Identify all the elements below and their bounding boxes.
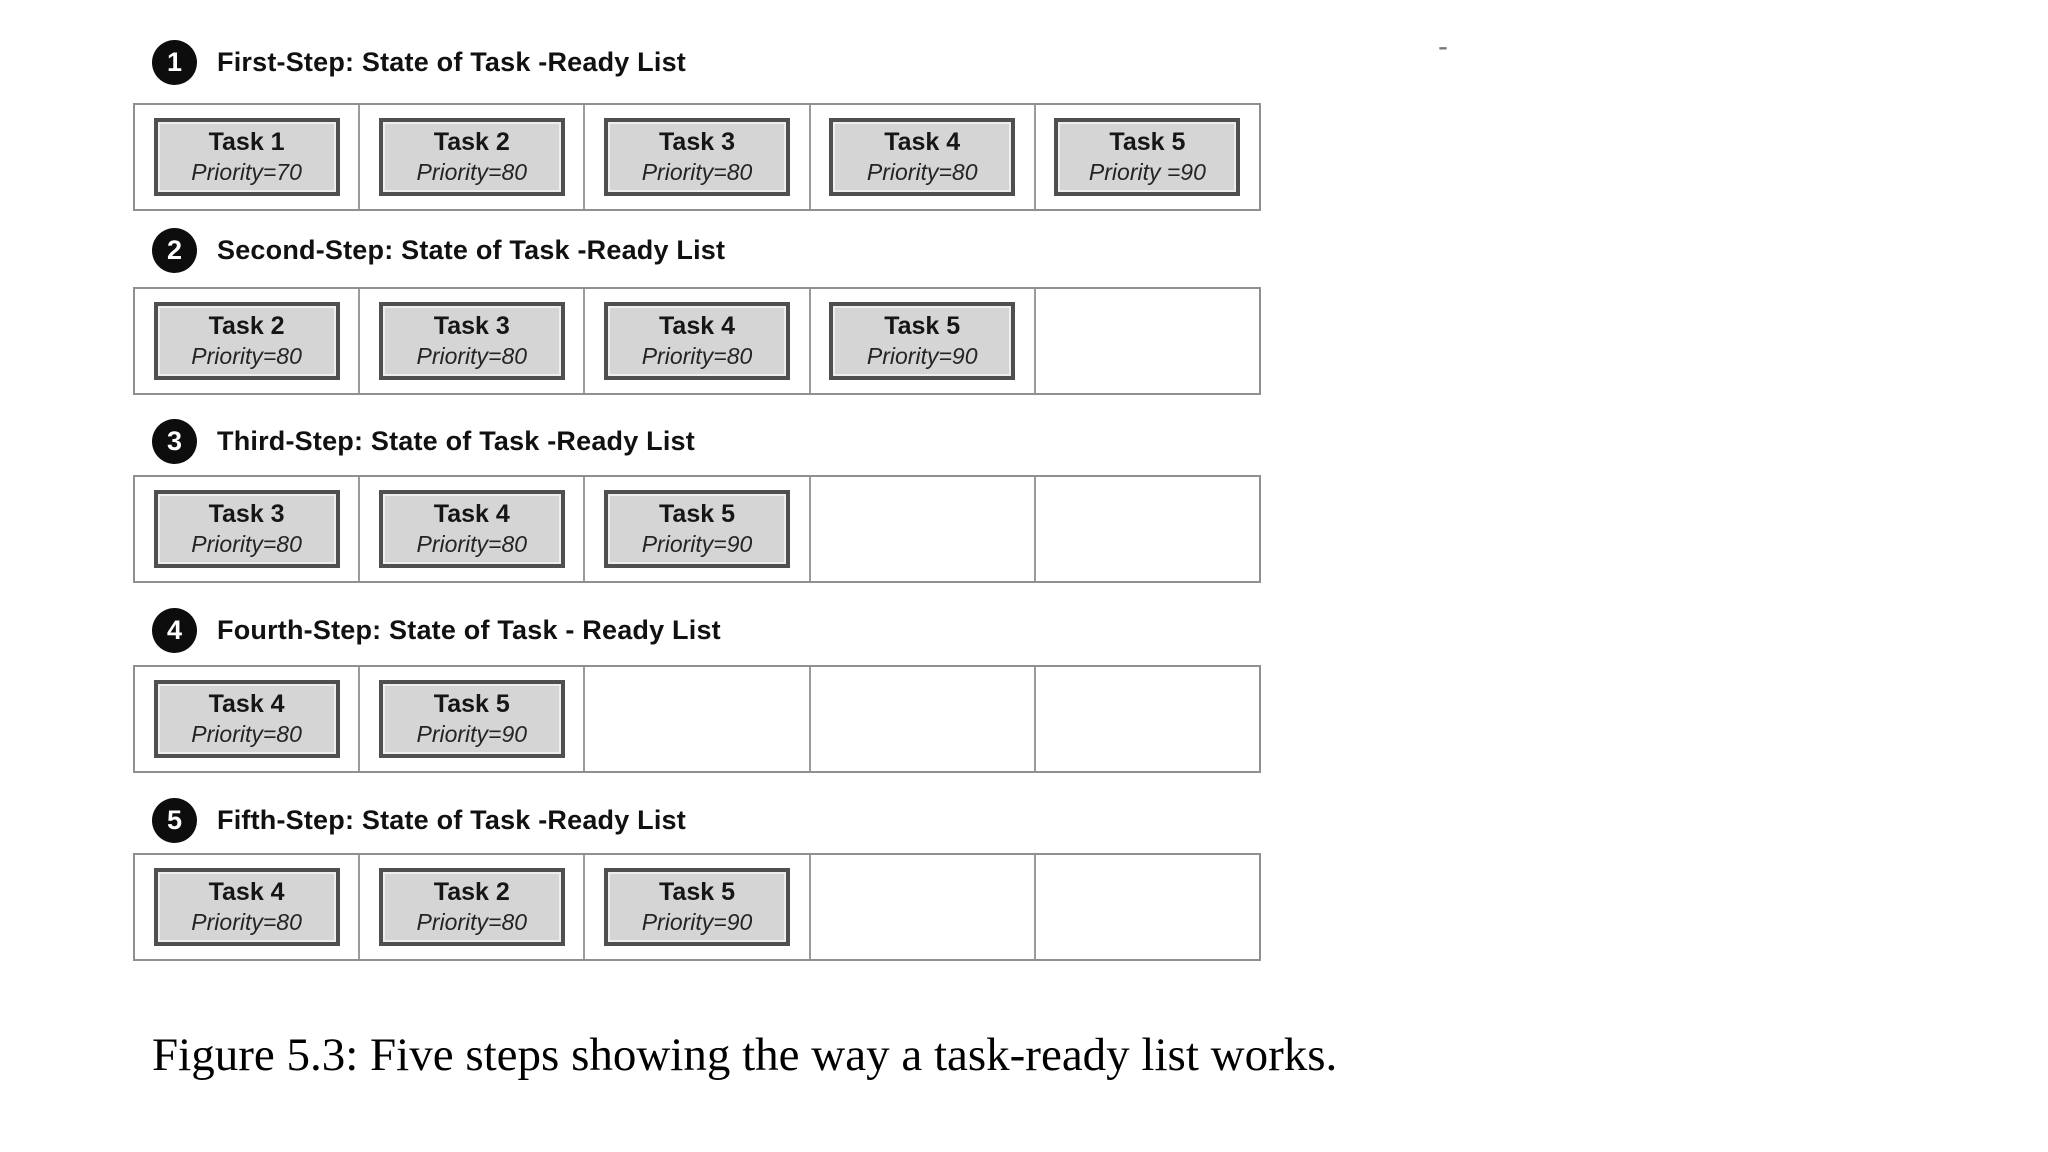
task-priority: Priority=80 xyxy=(416,531,528,558)
step-header-1: 1 First-Step: State of Task -Ready List xyxy=(152,38,686,86)
task-box: Task 5 Priority=90 xyxy=(604,868,790,946)
task-name: Task 5 xyxy=(433,690,510,718)
stray-scan-artifact: - xyxy=(1438,30,1448,63)
list-slot: Task 4 Priority=80 xyxy=(811,105,1036,209)
task-priority: Priority=70 xyxy=(191,159,302,186)
task-priority: Priority=80 xyxy=(191,531,302,558)
task-priority: Priority =90 xyxy=(1088,159,1206,186)
task-box: Task 3 Priority=80 xyxy=(604,118,790,196)
list-slot-empty xyxy=(811,855,1036,959)
list-slot: Task 4 Priority=80 xyxy=(360,477,586,581)
task-priority: Priority=80 xyxy=(641,159,753,186)
step-number-badge: 4 xyxy=(152,607,197,653)
task-ready-list-step1: Task 1 Priority=70 Task 2 Priority=80 Ta… xyxy=(133,103,1261,211)
task-name: Task 5 xyxy=(659,500,735,528)
task-ready-list-step2: Task 2 Priority=80 Task 3 Priority=80 Ta… xyxy=(133,287,1261,395)
step-header-4: 4 Fourth-Step: State of Task - Ready Lis… xyxy=(152,606,721,654)
task-priority: Priority=80 xyxy=(191,343,302,370)
list-slot: Task 3 Priority=80 xyxy=(585,105,811,209)
task-name: Task 4 xyxy=(208,690,285,718)
task-name: Task 2 xyxy=(433,878,510,906)
task-box: Task 2 Priority=80 xyxy=(378,868,565,946)
list-slot: Task 5 Priority=90 xyxy=(360,667,586,771)
list-slot: Task 3 Priority=80 xyxy=(360,289,586,393)
list-slot: Task 5 Priority=90 xyxy=(585,855,811,959)
step-header-5: 5 Fifth-Step: State of Task -Ready List xyxy=(152,796,686,844)
list-slot: Task 2 Priority=80 xyxy=(135,289,361,393)
task-box: Task 5 Priority =90 xyxy=(1054,118,1241,196)
task-name: Task 3 xyxy=(433,312,510,340)
task-name: Task 2 xyxy=(208,312,285,340)
task-priority: Priority=90 xyxy=(866,343,978,370)
list-slot-empty xyxy=(1036,667,1259,771)
task-name: Task 4 xyxy=(884,128,961,156)
step-title: Third-Step: State of Task -Ready List xyxy=(217,425,695,456)
task-priority: Priority=80 xyxy=(866,159,978,186)
task-name: Task 4 xyxy=(433,500,510,528)
task-box: Task 4 Priority=80 xyxy=(829,118,1016,196)
task-priority: Priority=80 xyxy=(191,721,302,748)
list-slot-empty xyxy=(811,477,1036,581)
list-slot: Task 4 Priority=80 xyxy=(135,667,361,771)
list-slot-empty xyxy=(585,667,811,771)
step-title: Second-Step: State of Task -Ready List xyxy=(217,234,726,265)
task-box: Task 1 Priority=70 xyxy=(153,118,340,196)
list-slot: Task 2 Priority=80 xyxy=(360,855,586,959)
task-box: Task 4 Priority=80 xyxy=(153,680,340,758)
step-title: Fifth-Step: State of Task -Ready List xyxy=(217,804,686,835)
task-priority: Priority=90 xyxy=(641,909,753,936)
list-slot-empty xyxy=(1036,289,1259,393)
figure-caption: Figure 5.3: Five steps showing the way a… xyxy=(152,1029,1338,1081)
task-name: Task 1 xyxy=(208,128,285,156)
task-ready-list-step5: Task 4 Priority=80 Task 2 Priority=80 Ta… xyxy=(133,853,1261,961)
list-slot: Task 4 Priority=80 xyxy=(585,289,811,393)
list-slot: Task 2 Priority=80 xyxy=(360,105,586,209)
step-title: Fourth-Step: State of Task - Ready List xyxy=(217,614,721,645)
list-slot-empty xyxy=(811,667,1036,771)
step-header-3: 3 Third-Step: State of Task -Ready List xyxy=(152,417,695,465)
list-slot: Task 5 Priority=90 xyxy=(585,477,811,581)
task-priority: Priority=80 xyxy=(641,343,753,370)
task-box: Task 3 Priority=80 xyxy=(378,302,565,380)
task-box: Task 2 Priority=80 xyxy=(378,118,565,196)
task-priority: Priority=80 xyxy=(416,909,528,936)
list-slot-empty xyxy=(1036,477,1259,581)
task-box: Task 3 Priority=80 xyxy=(153,490,340,568)
step-number-badge: 2 xyxy=(152,227,197,273)
task-name: Task 5 xyxy=(659,878,735,906)
task-name: Task 5 xyxy=(884,312,961,340)
list-slot: Task 5 Priority =90 xyxy=(1036,105,1259,209)
list-slot: Task 5 Priority=90 xyxy=(811,289,1036,393)
task-ready-list-step3: Task 3 Priority=80 Task 4 Priority=80 Ta… xyxy=(133,475,1261,583)
step-number-badge: 3 xyxy=(152,418,197,464)
list-slot: Task 1 Priority=70 xyxy=(135,105,361,209)
task-box: Task 5 Priority=90 xyxy=(604,490,790,568)
list-slot-empty xyxy=(1036,855,1259,959)
task-ready-list-step4: Task 4 Priority=80 Task 5 Priority=90 xyxy=(133,665,1261,773)
task-priority: Priority=90 xyxy=(416,721,528,748)
step-header-2: 2 Second-Step: State of Task -Ready List xyxy=(152,226,725,274)
step-title: First-Step: State of Task -Ready List xyxy=(217,46,686,77)
task-box: Task 4 Priority=80 xyxy=(604,302,790,380)
task-box: Task 4 Priority=80 xyxy=(378,490,565,568)
step-number-badge: 5 xyxy=(152,797,197,843)
task-box: Task 4 Priority=80 xyxy=(153,868,340,946)
task-priority: Priority=90 xyxy=(641,531,753,558)
task-priority: Priority=80 xyxy=(416,159,528,186)
list-slot: Task 4 Priority=80 xyxy=(135,855,361,959)
task-name: Task 2 xyxy=(433,128,510,156)
task-priority: Priority=80 xyxy=(191,909,302,936)
task-name: Task 4 xyxy=(208,878,285,906)
task-box: Task 5 Priority=90 xyxy=(378,680,565,758)
list-slot: Task 3 Priority=80 xyxy=(135,477,361,581)
task-priority: Priority=80 xyxy=(416,343,528,370)
task-name: Task 3 xyxy=(208,500,285,528)
task-name: Task 4 xyxy=(659,312,735,340)
task-box: Task 5 Priority=90 xyxy=(829,302,1016,380)
task-box: Task 2 Priority=80 xyxy=(153,302,340,380)
task-name: Task 5 xyxy=(1109,128,1186,156)
step-number-badge: 1 xyxy=(152,39,197,85)
task-name: Task 3 xyxy=(659,128,735,156)
